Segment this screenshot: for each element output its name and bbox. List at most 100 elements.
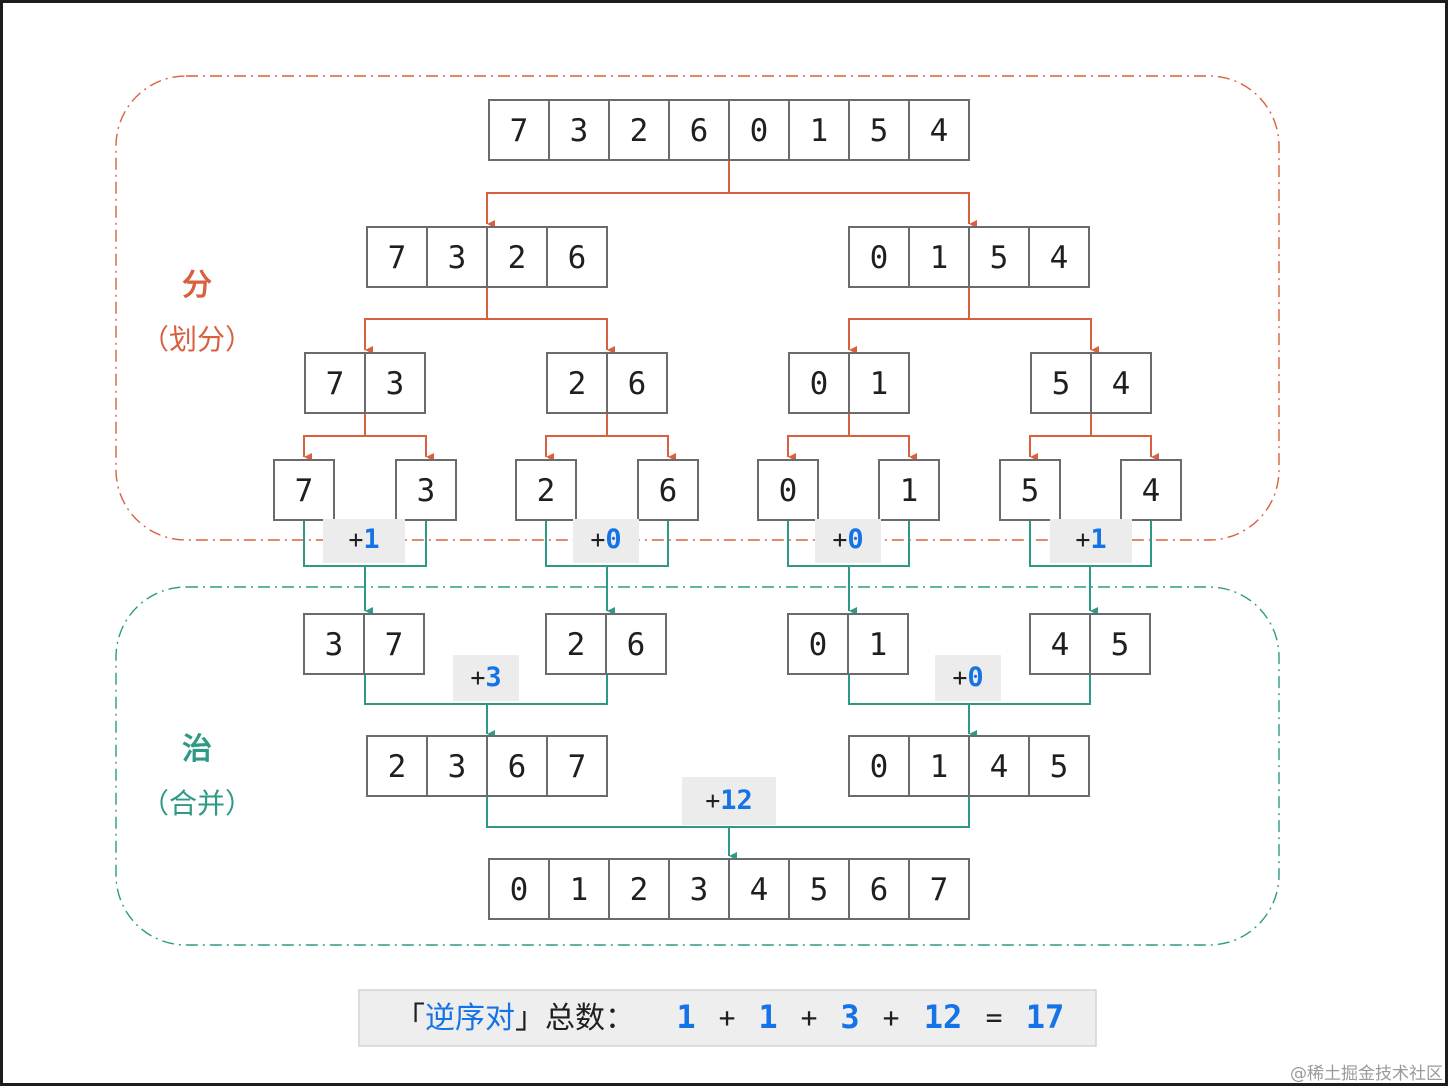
array-cell — [728, 858, 790, 920]
divide-connector — [486, 160, 730, 224]
inversion-count-badge: +0 — [815, 519, 881, 563]
array-cell-value: 7 — [388, 240, 407, 276]
array-cell — [1089, 613, 1151, 675]
array-cell-value: 2 — [568, 366, 587, 402]
array-block: 3 — [395, 459, 457, 521]
array-cell-value: 1 — [870, 366, 889, 402]
summary-label-rest: 总数： — [545, 1001, 635, 1036]
array-cell — [366, 226, 428, 288]
array-cell-value: 2 — [567, 627, 586, 663]
badge-plus: + — [952, 663, 967, 692]
summary-highlight: 逆序对 — [425, 1001, 515, 1036]
summary-term: 12 — [924, 998, 963, 1036]
array-cell-value: 1 — [930, 240, 949, 276]
array-cell-value: 7 — [385, 627, 404, 663]
array-cell-value: 6 — [690, 113, 709, 149]
array-cell-value: 7 — [568, 749, 587, 785]
divide-connector — [787, 413, 850, 457]
badge-count: 1 — [1090, 524, 1106, 555]
badge-label: +1 — [1075, 524, 1106, 555]
array-cell — [728, 99, 790, 161]
array-cell-value: 5 — [1050, 749, 1069, 785]
badge-label: +1 — [348, 524, 379, 555]
badge-label: +0 — [590, 524, 621, 555]
badge-background — [323, 519, 405, 563]
badge-plus: + — [590, 525, 605, 554]
array-cell-value: 6 — [870, 872, 889, 908]
summary-plus: + — [719, 1001, 736, 1034]
badge-count: 1 — [363, 524, 379, 555]
divide-connector — [969, 318, 1091, 350]
divide-region — [115, 75, 1280, 541]
array-cell — [908, 858, 970, 920]
summary-term: 3 — [840, 998, 859, 1036]
array-cell-value: 1 — [930, 749, 949, 785]
inversion-total-summary: 「逆序对」总数： 1 + 1 + 3 + 12 = 17 — [358, 989, 1097, 1047]
array-cell — [1028, 226, 1090, 288]
array-cell — [608, 99, 670, 161]
array-cell — [546, 226, 608, 288]
conquer-phase-title: 治 — [182, 732, 212, 767]
badge-label: +0 — [832, 524, 863, 555]
array-cell — [848, 352, 910, 414]
array-block: 2 — [515, 459, 577, 521]
array-cell — [363, 613, 425, 675]
array-cell-value: 3 — [448, 240, 467, 276]
divide-connector — [545, 413, 608, 457]
badge-count: 3 — [485, 662, 501, 693]
badge-count: 0 — [847, 524, 863, 555]
array-cell — [366, 735, 428, 797]
array-block: 4 — [1120, 459, 1182, 521]
array-cell-value: 5 — [990, 240, 1009, 276]
array-cell — [304, 352, 366, 414]
array-cell-value: 1 — [900, 473, 919, 509]
array-cell-value: 4 — [1050, 240, 1069, 276]
badge-background — [815, 519, 881, 563]
badge-plus: + — [705, 786, 720, 815]
badge-background — [682, 777, 776, 825]
divide-connector — [849, 435, 909, 457]
divide-connector — [729, 192, 969, 224]
array-block: 5 — [999, 459, 1061, 521]
array-cell — [1090, 352, 1152, 414]
array-cell — [1030, 352, 1092, 414]
badge-label: +12 — [705, 785, 753, 816]
array-cell — [486, 735, 548, 797]
summary-bracket-open: 「 — [395, 1001, 425, 1036]
array-cell — [788, 99, 850, 161]
summary-term: 1 — [676, 998, 695, 1036]
inversion-count-badge: +0 — [935, 655, 1001, 701]
badge-count: 0 — [605, 524, 621, 555]
badge-plus: + — [1075, 525, 1090, 554]
array-cell-value: 6 — [508, 749, 527, 785]
array-cell-value: 0 — [809, 627, 828, 663]
array-cell — [908, 99, 970, 161]
summary-bracket-close: 」 — [515, 1001, 545, 1036]
inversion-count-badge: +12 — [682, 777, 776, 825]
array-cell-value: 4 — [750, 872, 769, 908]
divide-connector — [364, 287, 488, 350]
summary-background — [358, 989, 1097, 1047]
badge-label: +0 — [952, 662, 983, 693]
array-cell-value: 2 — [508, 240, 527, 276]
badge-background — [935, 655, 1001, 701]
array-cell — [548, 99, 610, 161]
array-cell — [1120, 459, 1182, 521]
array-cell — [395, 459, 457, 521]
array-cell — [606, 352, 668, 414]
array-cell — [488, 858, 550, 920]
array-cell — [303, 613, 365, 675]
array-cell — [515, 459, 577, 521]
array-cell — [273, 459, 335, 521]
